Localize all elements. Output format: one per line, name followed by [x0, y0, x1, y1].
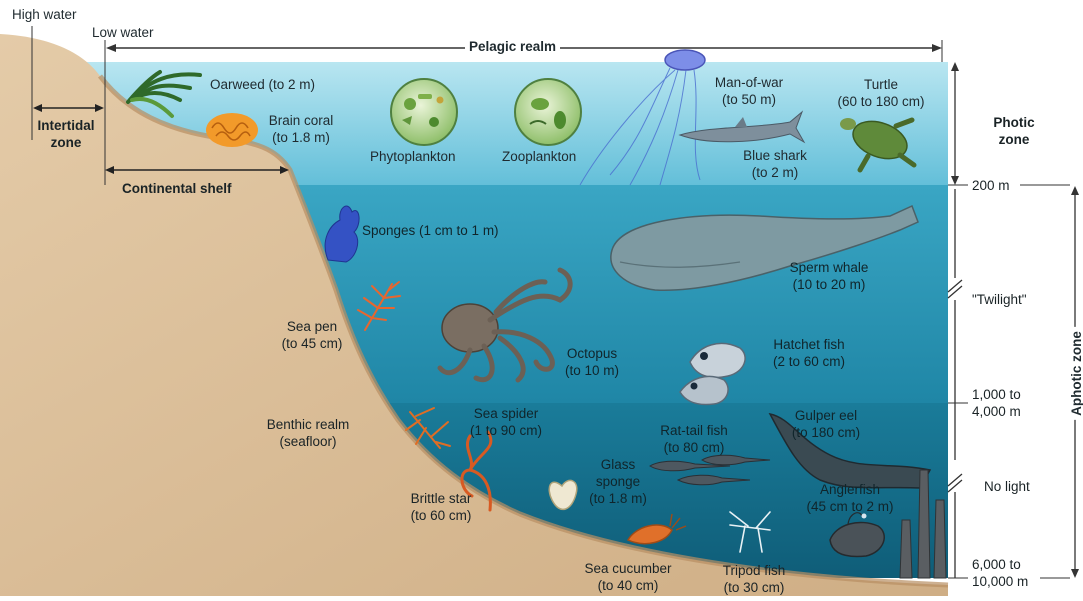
- sea-pen-label: Sea pen (to 45 cm): [266, 318, 358, 352]
- zooplankton-label: Zooplankton: [502, 148, 576, 165]
- scale-break-1: [948, 280, 962, 298]
- hatchet-fish-line-2: (2 to 60 cm): [754, 353, 864, 370]
- gulper-eel-label: Gulper eel (to 180 cm): [778, 407, 874, 441]
- aphotic-zone-label: Aphotic zone: [1069, 327, 1083, 420]
- aphotic-scale-top: [1071, 186, 1079, 195]
- photic-scale-bottom: [951, 176, 959, 185]
- depth-1000-line-2: 4,000 m: [972, 403, 1021, 420]
- brittle-star-line-2: (to 60 cm): [396, 507, 486, 524]
- phytoplankton-label: Phytoplankton: [370, 148, 456, 165]
- hatchet-fish-line-1: Hatchet fish: [754, 336, 864, 353]
- octopus-line-2: (to 10 m): [554, 362, 630, 379]
- depth-6000-label: 6,000 to 10,000 m: [972, 556, 1028, 590]
- turtle-label: Turtle (60 to 180 cm): [822, 76, 940, 110]
- anglerfish-line-2: (45 cm to 2 m): [792, 498, 908, 515]
- brittle-star-line-1: Brittle star: [396, 490, 486, 507]
- man-of-war-line-1: Man-of-war: [704, 74, 794, 91]
- turtle-line-2: (60 to 180 cm): [822, 93, 940, 110]
- man-of-war-label: Man-of-war (to 50 m): [704, 74, 794, 108]
- sea-cucumber-line-2: (to 40 cm): [572, 577, 684, 594]
- sea-spider-line-2: (1 to 90 cm): [456, 422, 556, 439]
- rat-tail-line-1: Rat-tail fish: [644, 422, 744, 439]
- glass-sponge-label: Glass sponge (to 1.8 m): [576, 456, 660, 507]
- glass-sponge-line-2: sponge: [576, 473, 660, 490]
- high-water-label: High water: [12, 6, 77, 23]
- octopus-line-1: Octopus: [554, 345, 630, 362]
- sea-spider-line-1: Sea spider: [456, 405, 556, 422]
- rat-tail-fish-label: Rat-tail fish (to 80 cm): [644, 422, 744, 456]
- pelagic-realm-label: Pelagic realm: [465, 39, 560, 54]
- brain-coral-line-2: (to 1.8 m): [258, 129, 344, 146]
- brain-coral-label: Brain coral (to 1.8 m): [258, 112, 344, 146]
- sea-pen-line-1: Sea pen: [266, 318, 358, 335]
- blue-shark-line-2: (to 2 m): [730, 164, 820, 181]
- intertidal-zone-label: Intertidal zone: [30, 117, 102, 151]
- turtle-line-1: Turtle: [822, 76, 940, 93]
- sperm-whale-line-2: (10 to 20 m): [770, 276, 888, 293]
- brain-coral-illustration: [206, 113, 258, 147]
- man-of-war-line-2: (to 50 m): [704, 91, 794, 108]
- photic-scale-top: [951, 62, 959, 71]
- benthic-realm-title: Benthic realm: [244, 416, 372, 433]
- zooplankton-illustration: [515, 79, 581, 145]
- oarweed-label: Oarweed (to 2 m): [210, 76, 315, 93]
- no-light-label: No light: [984, 478, 1030, 495]
- low-water-label: Low water: [92, 24, 154, 41]
- sperm-whale-label: Sperm whale (10 to 20 m): [770, 259, 888, 293]
- intertidal-line-1: Intertidal: [30, 117, 102, 134]
- photic-zone-label: Photic zone: [982, 114, 1046, 148]
- depth-1000-line-1: 1,000 to: [972, 386, 1021, 403]
- glass-sponge-line-3: (to 1.8 m): [576, 490, 660, 507]
- glass-sponge-line-1: Glass: [576, 456, 660, 473]
- benthic-realm-subtitle: (seafloor): [244, 433, 372, 450]
- photic-line-1: Photic: [982, 114, 1046, 131]
- tripod-fish-line-2: (to 30 cm): [706, 579, 802, 596]
- benthic-realm-label: Benthic realm (seafloor): [244, 416, 372, 450]
- sperm-whale-line-1: Sperm whale: [770, 259, 888, 276]
- tripod-fish-label: Tripod fish (to 30 cm): [706, 562, 802, 596]
- photic-line-2: zone: [982, 131, 1046, 148]
- depth-1000-label: 1,000 to 4,000 m: [972, 386, 1021, 420]
- pelagic-arrow-left: [106, 44, 116, 52]
- sea-cucumber-label: Sea cucumber (to 40 cm): [572, 560, 684, 594]
- sea-spider-label: Sea spider (1 to 90 cm): [456, 405, 556, 439]
- pelagic-arrow-right: [932, 44, 942, 52]
- octopus-label: Octopus (to 10 m): [554, 345, 630, 379]
- brittle-star-label: Brittle star (to 60 cm): [396, 490, 486, 524]
- hatchet-fish-label: Hatchet fish (2 to 60 cm): [754, 336, 864, 370]
- sea-pen-line-2: (to 45 cm): [266, 335, 358, 352]
- brain-coral-line-1: Brain coral: [258, 112, 344, 129]
- continental-shelf-label: Continental shelf: [122, 180, 232, 197]
- depth-200-label: 200 m: [972, 177, 1010, 194]
- depth-6000-line-2: 10,000 m: [972, 573, 1028, 590]
- aphotic-scale-bottom: [1071, 569, 1079, 578]
- tripod-fish-line-1: Tripod fish: [706, 562, 802, 579]
- gulper-eel-line-1: Gulper eel: [778, 407, 874, 424]
- sponges-label: Sponges (1 cm to 1 m): [362, 222, 499, 239]
- blue-shark-line-1: Blue shark: [730, 147, 820, 164]
- blue-shark-label: Blue shark (to 2 m): [730, 147, 820, 181]
- scale-break-2: [948, 474, 962, 492]
- phytoplankton-illustration: [391, 79, 457, 145]
- twilight-label: "Twilight": [972, 291, 1027, 308]
- sea-cucumber-line-1: Sea cucumber: [572, 560, 684, 577]
- rat-tail-line-2: (to 80 cm): [644, 439, 744, 456]
- anglerfish-line-1: Anglerfish: [792, 481, 908, 498]
- gulper-eel-line-2: (to 180 cm): [778, 424, 874, 441]
- depth-6000-line-1: 6,000 to: [972, 556, 1028, 573]
- anglerfish-label: Anglerfish (45 cm to 2 m): [792, 481, 908, 515]
- intertidal-line-2: zone: [30, 134, 102, 151]
